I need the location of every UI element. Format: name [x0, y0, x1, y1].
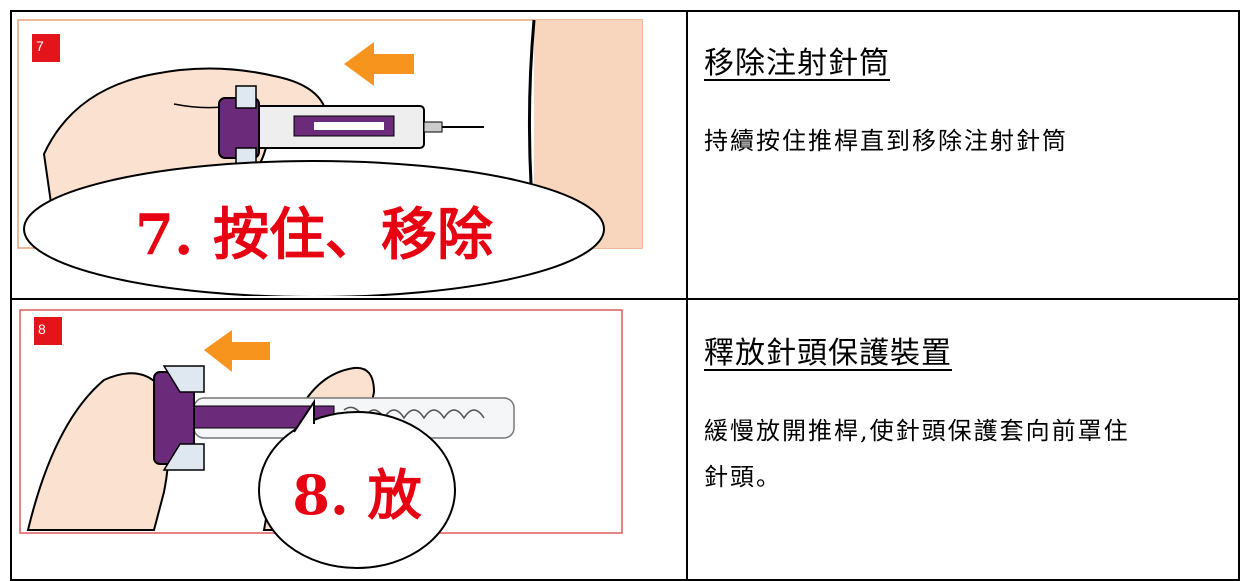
step-7-illustration: 7. 按住、移除 7 [14, 14, 684, 296]
column-divider [686, 10, 688, 581]
step-badge-7: 7 [32, 34, 60, 62]
step-8-description-line1: 緩慢放開推桿,使針頭保護套向前罩住 [704, 417, 1130, 445]
row-divider [10, 298, 1240, 300]
step-7-description-wrap: 持續按住推桿直到移除注射針筒 [704, 118, 1068, 164]
step-7-drawing: 7. 按住、移除 [17, 19, 643, 296]
step-7-description: 持續按住推桿直到移除注射針筒 [704, 127, 1068, 155]
arrow-left-icon [204, 330, 270, 372]
step-8-description-wrap: 緩慢放開推桿,使針頭保護套向前罩住 針頭。 [704, 408, 1234, 500]
step-badge-8: 8 [34, 317, 62, 345]
step-8-text: 釋放針頭保護裝置 [704, 328, 952, 372]
arrow-left-icon [344, 42, 414, 86]
bubble-label-step-8: 8. 放 [292, 463, 421, 527]
step-7-title: 移除注射針筒 [704, 46, 890, 81]
step-8-drawing: 8. 放 [19, 309, 623, 569]
step-8-title: 釋放針頭保護裝置 [704, 336, 952, 371]
step-7-text: 移除注射針筒 [704, 38, 890, 82]
table-bottom-border [10, 579, 1240, 581]
step-8-description-line2: 針頭。 [704, 463, 782, 491]
table-right-border [1238, 10, 1240, 581]
instruction-table [10, 10, 1240, 581]
speech-bubble [23, 160, 605, 296]
bubble-label-step-7: 7. 按住、移除 [135, 202, 494, 268]
step-8-illustration: 8. 放 8 [14, 302, 684, 577]
speech-bubble [258, 411, 456, 569]
